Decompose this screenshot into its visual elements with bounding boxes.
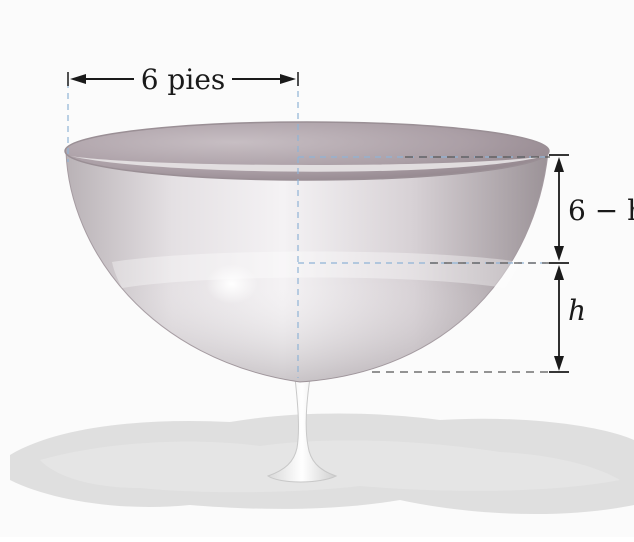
height-dimensions — [549, 154, 569, 373]
bowl-body — [65, 151, 549, 383]
width-dimension — [67, 72, 299, 86]
right-guide-ticks — [405, 156, 552, 264]
width-label: 6 pies — [141, 63, 226, 96]
bowl-stem — [266, 377, 338, 483]
bowl-rim — [64, 121, 550, 181]
lower-height-label: h — [568, 294, 586, 327]
upper-height-label: 6 − h — [568, 194, 634, 227]
table-shadow — [10, 413, 634, 515]
